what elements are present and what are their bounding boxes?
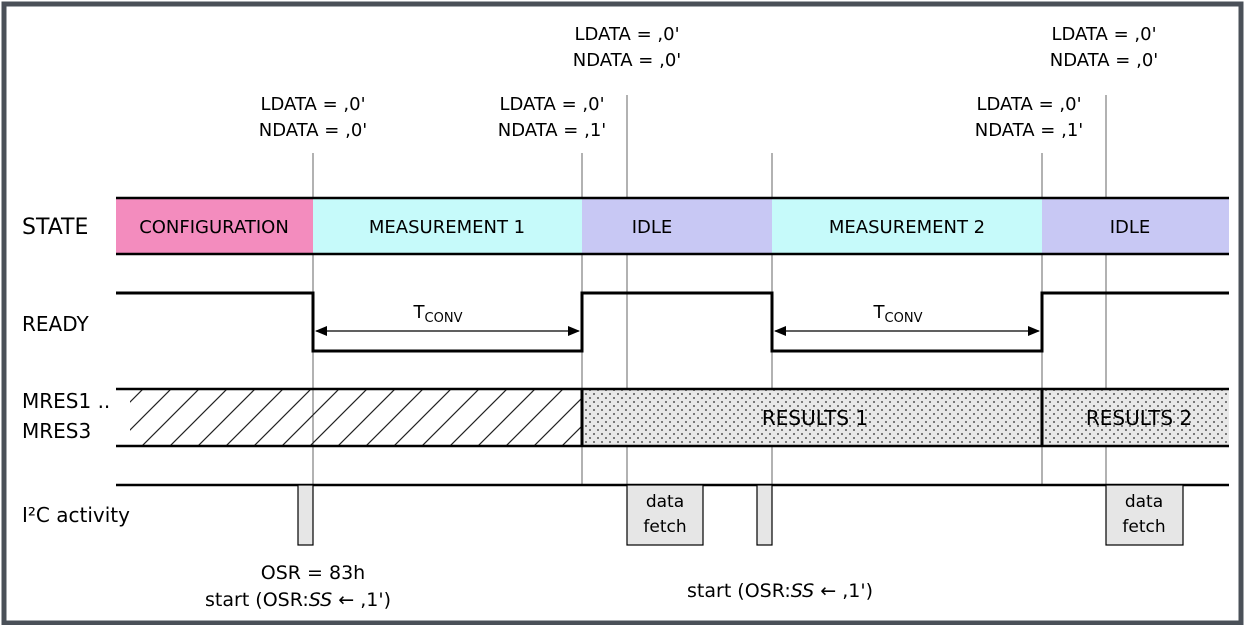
mres-results-2-region (1042, 389, 1229, 446)
state-row: CONFIGURATION MEASUREMENT 1 IDLE MEASURE… (116, 196, 1229, 256)
state-measurement-2 (772, 198, 1042, 254)
state-label-measurement-1: MEASUREMENT 1 (369, 217, 525, 238)
signal-label-i2c: I²C activity (22, 503, 130, 527)
annotation-text: LDATA = ,0' (574, 24, 679, 45)
tconv-label-1: TCONV (413, 302, 463, 326)
i2c-row: data fetch data fetch (116, 483, 1229, 546)
signal-label-mres: MRES3 (22, 419, 91, 443)
mres-invalid-region (130, 389, 582, 446)
tconv-label-2: TCONV (873, 302, 923, 326)
i2c-pulse-start-2 (756, 484, 773, 546)
state-label-measurement-2: MEASUREMENT 2 (829, 217, 985, 238)
annotations: LDATA = ,0' NDATA = ,0' LDATA = ,0' NDAT… (259, 24, 1158, 141)
ready-waveform (116, 291, 1229, 353)
i2c-pulse-start-1 (297, 484, 314, 546)
annotation-text: LDATA = ,0' (499, 94, 604, 115)
mres-row: RESULTS 1 RESULTS 2 (116, 387, 1229, 448)
annotation-text: NDATA = ,0' (1050, 50, 1158, 71)
start-note-1: start (OSR:SS ← ,1') (205, 589, 391, 611)
annotation-text: LDATA = ,0' (1051, 24, 1156, 45)
data-fetch-label: fetch (1122, 517, 1165, 537)
state-label-configuration: CONFIGURATION (139, 217, 289, 238)
data-fetch-label: data (1125, 492, 1163, 512)
annotation-text: NDATA = ,1' (975, 120, 1083, 141)
bottom-notes: OSR = 83h start (OSR:SS ← ,1') start (OS… (205, 562, 873, 611)
annotation-text: LDATA = ,0' (976, 94, 1081, 115)
ready-row: TCONV TCONV (116, 291, 1229, 353)
annotation-text: NDATA = ,0' (573, 50, 681, 71)
signal-label-state: STATE (22, 215, 88, 240)
state-idle-2 (1042, 198, 1229, 254)
signal-label-ready: READY (22, 312, 90, 336)
start-note-2: start (OSR:SS ← ,1') (687, 580, 873, 602)
state-label-idle-1: IDLE (632, 217, 673, 238)
annotation-text: LDATA = ,0' (260, 94, 365, 115)
state-label-idle-2: IDLE (1110, 217, 1151, 238)
state-idle-1 (582, 198, 772, 254)
annotation-text: NDATA = ,1' (498, 120, 606, 141)
results-1-label: RESULTS 1 (762, 406, 868, 430)
data-fetch-label: fetch (643, 517, 686, 537)
osr-note: OSR = 83h (261, 562, 365, 584)
mres-results-1-region (582, 389, 1042, 446)
i2c-data-fetch-1 (626, 484, 704, 546)
state-measurement-1 (313, 198, 582, 254)
annotation-text: NDATA = ,0' (259, 120, 367, 141)
data-fetch-label: data (646, 492, 684, 512)
state-configuration (116, 198, 313, 254)
i2c-data-fetch-2 (1105, 484, 1184, 546)
results-2-label: RESULTS 2 (1086, 406, 1192, 430)
signal-label-mres: MRES1 .. (22, 389, 110, 413)
